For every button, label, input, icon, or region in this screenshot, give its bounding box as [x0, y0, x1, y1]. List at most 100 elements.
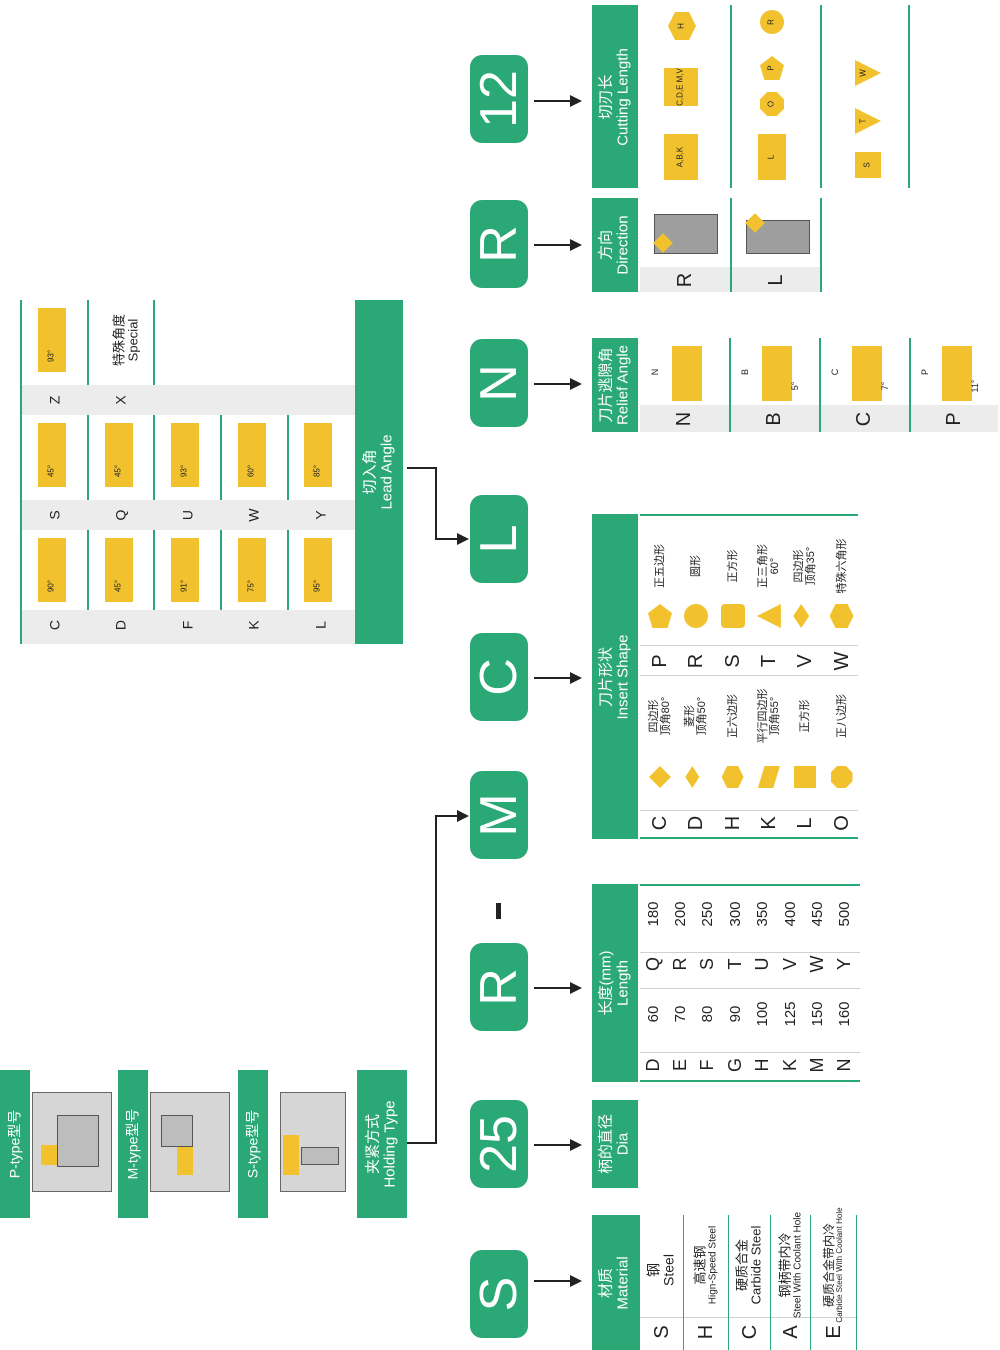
code-text: 25: [470, 1115, 528, 1173]
shape-label: C,D,E M,V: [675, 68, 685, 106]
direction-l: L: [732, 198, 820, 292]
direction-code: L: [765, 274, 787, 286]
header-en: Material: [614, 1255, 631, 1310]
length-value: 180: [644, 901, 662, 927]
insert-shape-desc: 圆形: [690, 555, 703, 577]
lead-angle-value: 85°: [312, 464, 322, 478]
lead-angle-code: S: [45, 510, 62, 520]
holding-type-label: M-type型号: [124, 1108, 141, 1180]
insert-shape-desc: 正三角形 60°: [756, 544, 781, 588]
lead-angle-insert-image: 93°: [38, 308, 66, 372]
insert-shape-code: S: [721, 654, 744, 668]
lead-angle-code: L: [312, 621, 329, 629]
direction-r: R: [640, 198, 730, 292]
shape-label: O: [766, 100, 776, 108]
insert-shape-icon: [721, 766, 744, 788]
lead-angle-code-cell: X: [89, 385, 154, 415]
relief-angle-insert-image: [762, 346, 792, 401]
lead-angle-insert-image: 91°: [171, 538, 200, 602]
separator: [909, 338, 911, 432]
lead-angle-code: Y: [312, 510, 329, 520]
separator: [729, 338, 731, 432]
header-cn: 切入角: [361, 449, 379, 495]
code-text: C: [470, 658, 528, 696]
code-text: R: [470, 968, 528, 1006]
lead-angle-value: 95°: [312, 579, 322, 593]
code-badge-length: R: [470, 943, 528, 1031]
insert-shape-code: W: [830, 651, 853, 671]
special-cn: 特殊角度: [111, 313, 127, 367]
lead-angle-code: U: [178, 509, 195, 521]
relief-angle-value: 11°: [970, 379, 981, 393]
material-cn: 硬质合金: [734, 1239, 750, 1292]
code-badge-cutting-length: 12: [470, 55, 528, 143]
lead-angle-code-cell: L: [288, 610, 353, 640]
header-cn: 长度(mm): [597, 950, 615, 1016]
code-badge-lead-angle: L: [470, 495, 528, 583]
insert-shape-desc: 四边形 顶角80°: [647, 696, 672, 736]
s-type-tool-image: [280, 1092, 346, 1192]
lead-angle-code-cell: F: [155, 610, 220, 640]
length-value: 100: [753, 1001, 771, 1027]
length-value: 300: [726, 901, 744, 927]
insert-shape-icon: [648, 604, 672, 628]
header-en: Relief Angle: [614, 344, 631, 426]
length-value: 60: [644, 1005, 662, 1023]
length-value: 400: [781, 901, 799, 927]
insert-shape-icon: [720, 604, 745, 628]
relief-angle-value: 7°: [880, 381, 891, 391]
triangle-shape: T: [855, 108, 881, 134]
lead-angle-insert-image: 95°: [304, 538, 333, 602]
m-type-tool-image: [150, 1092, 230, 1192]
lead-angle-value: 45°: [113, 579, 123, 593]
length-code: Y: [834, 957, 855, 971]
shape-label: H: [676, 23, 686, 29]
lead-angle-value: 90°: [46, 579, 56, 593]
relief-angle-code: B: [763, 412, 785, 426]
material-code: H: [695, 1324, 717, 1340]
length-code: T: [724, 958, 745, 970]
header-cn: 柄的直径: [597, 1113, 615, 1175]
length-code: M: [806, 1057, 827, 1073]
lead-angle-insert-image: 93°: [171, 423, 200, 487]
lead-angle-code-cell: W: [222, 500, 287, 530]
insert-shape-code: C: [649, 815, 671, 831]
material-cn: 高速钢: [692, 1245, 708, 1285]
separator: [819, 338, 821, 432]
relief-angle-insert-image: [942, 346, 972, 401]
insert-shape-desc: 菱形 顶角50°: [684, 696, 709, 736]
length-value: 350: [753, 901, 771, 927]
length-value: 200: [671, 901, 689, 927]
insert-shape-code: V: [794, 654, 817, 668]
header-en: Length: [614, 960, 631, 1006]
shape-label: L: [766, 154, 776, 160]
shape-label: W: [858, 69, 868, 77]
header-cn: 材质: [597, 1267, 615, 1298]
lead-angle-code: Z: [45, 395, 62, 405]
pentagon-shape: P: [760, 56, 784, 80]
insert-shape-icon: [757, 766, 780, 788]
length-value: 150: [808, 1001, 826, 1027]
insert-shape-code: O: [830, 815, 853, 831]
insert-shape-code: L: [794, 817, 817, 829]
lead-angle-code-cell: U: [155, 500, 220, 530]
holding-type-label: S-type型号: [244, 1109, 261, 1179]
shape-label: R: [766, 19, 776, 25]
holding-type-s: S-type型号: [238, 1070, 268, 1218]
lead-angle-value: 91°: [179, 579, 189, 593]
